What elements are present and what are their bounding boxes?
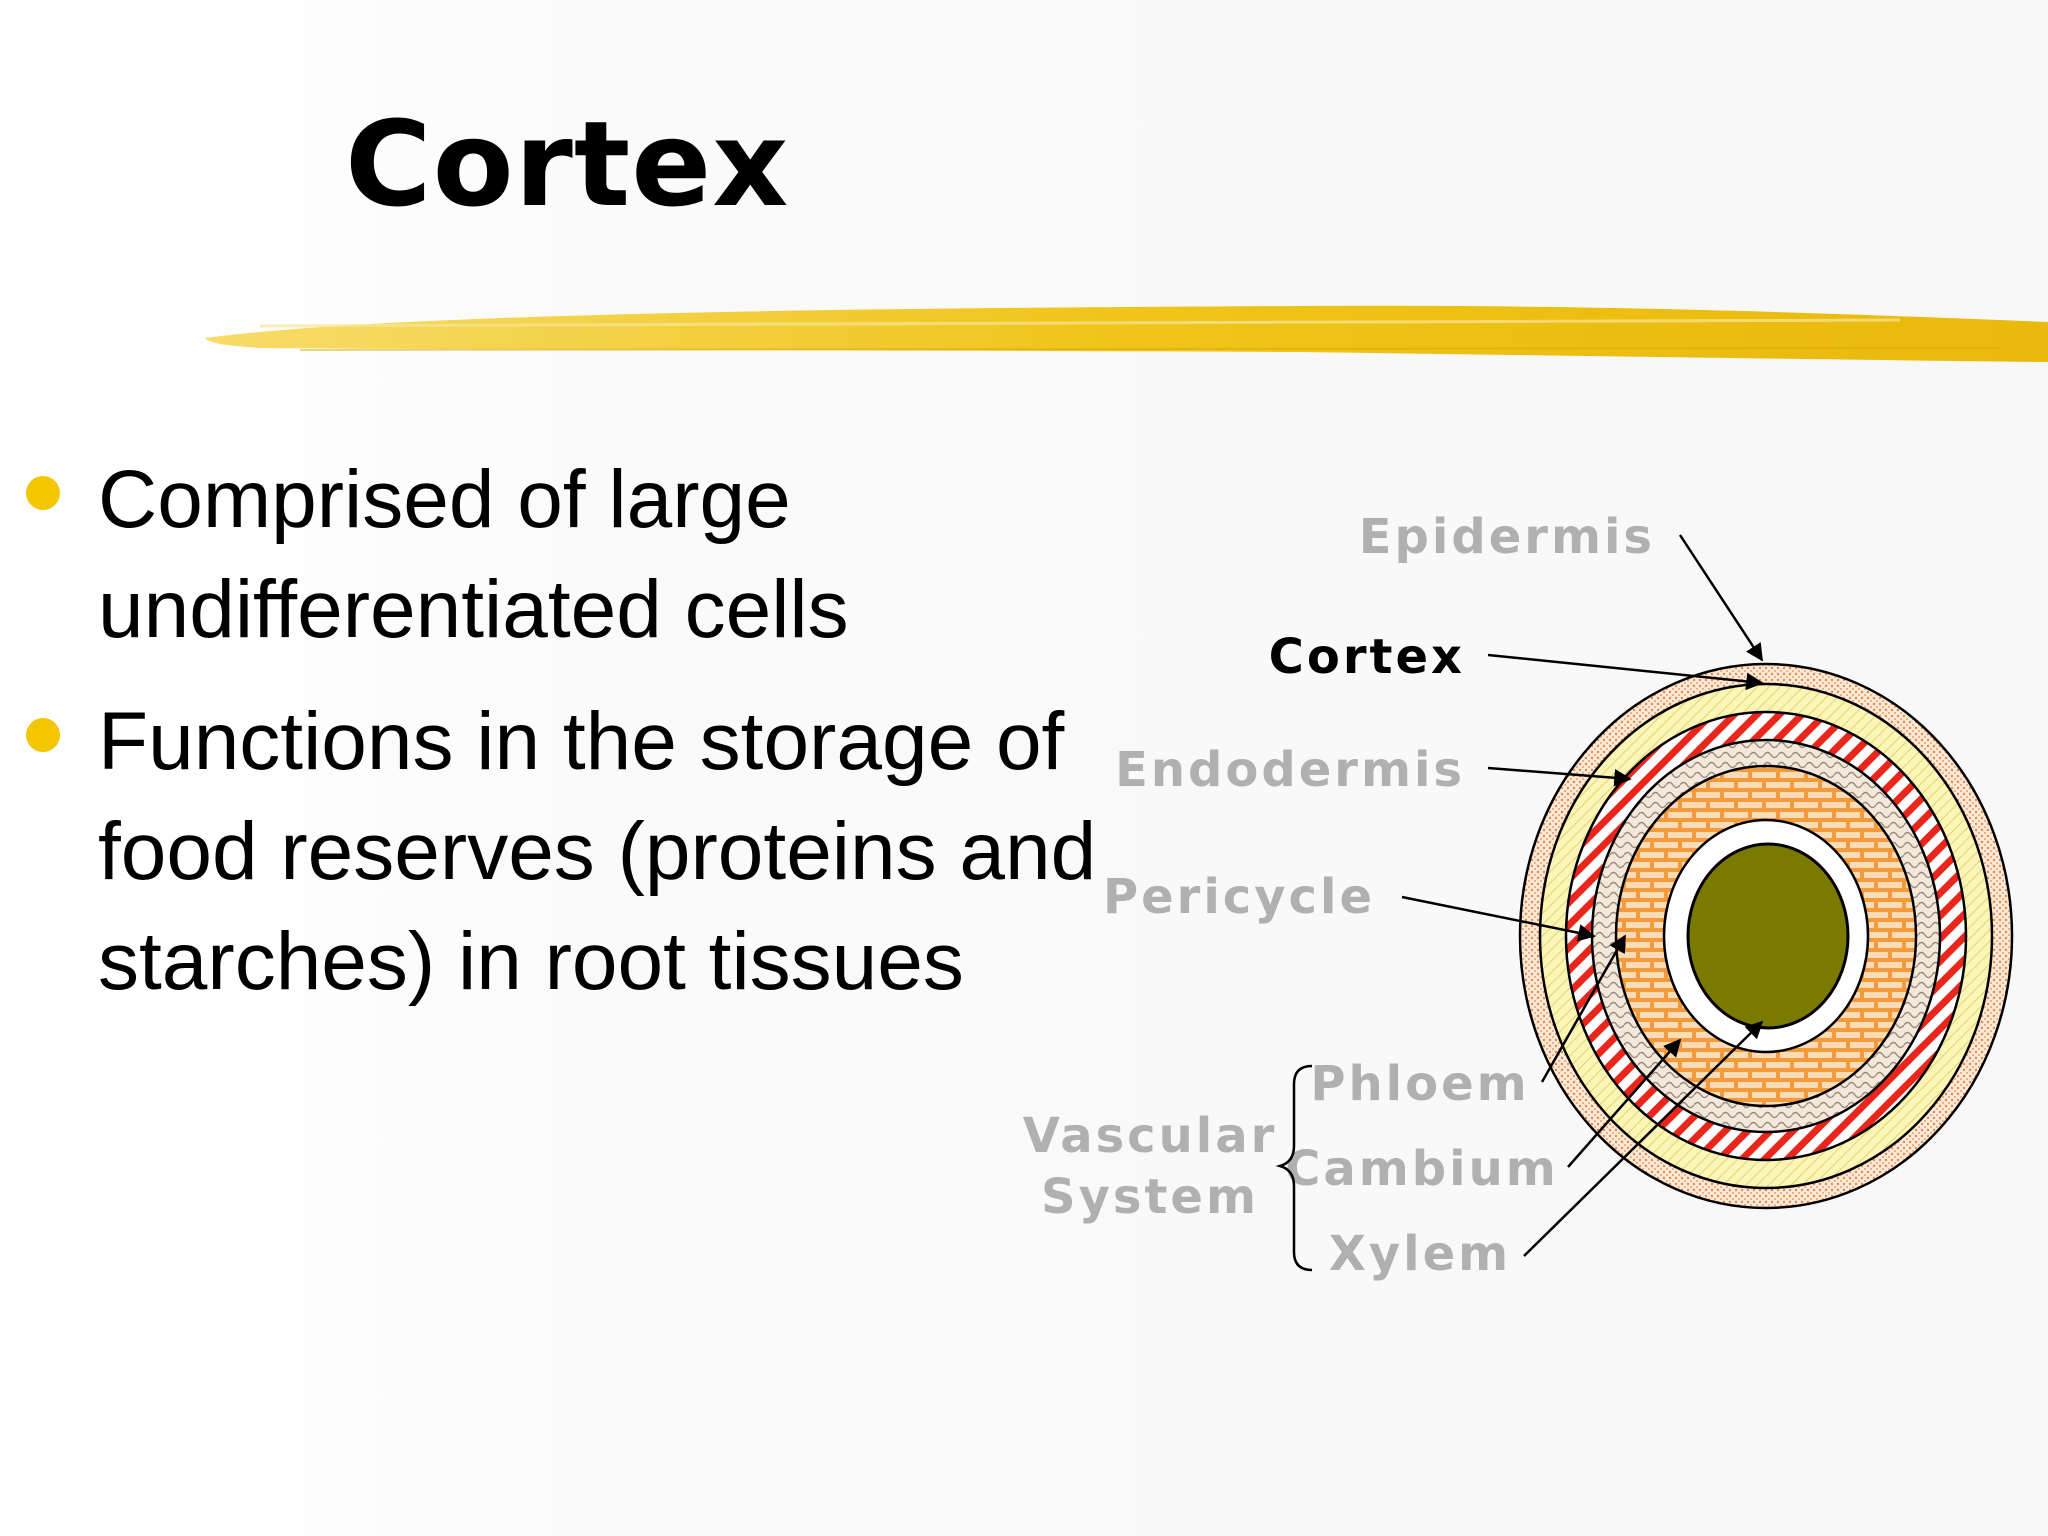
arrow-xylem <box>1523 1020 1764 1257</box>
title-underline-stroke <box>205 305 2048 362</box>
arrow-phloem <box>1540 934 1627 1083</box>
leader-arrows <box>1401 534 1764 1257</box>
bullet-item: Functions in the storage of food reserve… <box>0 687 1110 1017</box>
slide-title: Cortex <box>345 95 790 233</box>
label-vascular-line2: System <box>1041 1169 1259 1225</box>
xylem-core <box>1686 842 1850 1030</box>
label-epidermis: Epidermis <box>1359 509 1655 565</box>
vascular-bracket <box>1275 1064 1313 1272</box>
bullet-text: Functions in the storage of food reserve… <box>98 696 1097 1007</box>
bullet-item: Comprised of large undifferentiated cell… <box>0 445 1110 665</box>
bullet-text: Comprised of large undifferentiated cell… <box>98 454 849 655</box>
arrow-epidermis <box>1678 534 1764 662</box>
label-vascular-line1: Vascular <box>1023 1108 1278 1164</box>
arrow-cortex <box>1487 653 1764 691</box>
arrow-cambium <box>1567 1038 1682 1168</box>
label-endodermis: Endodermis <box>1115 742 1465 798</box>
label-cambium: Cambium <box>1285 1141 1559 1197</box>
label-phloem: Phloem <box>1310 1056 1529 1112</box>
label-xylem: Xylem <box>1329 1226 1511 1282</box>
bullet-list: Comprised of large undifferentiated cell… <box>0 445 1110 1039</box>
bullet-dot <box>26 476 60 510</box>
label-pericycle: Pericycle <box>1103 869 1375 925</box>
bullet-dot <box>26 718 60 752</box>
label-cortex: Cortex <box>1269 629 1465 685</box>
arrow-pericycle <box>1401 895 1596 942</box>
arrow-endodermis <box>1487 766 1632 787</box>
